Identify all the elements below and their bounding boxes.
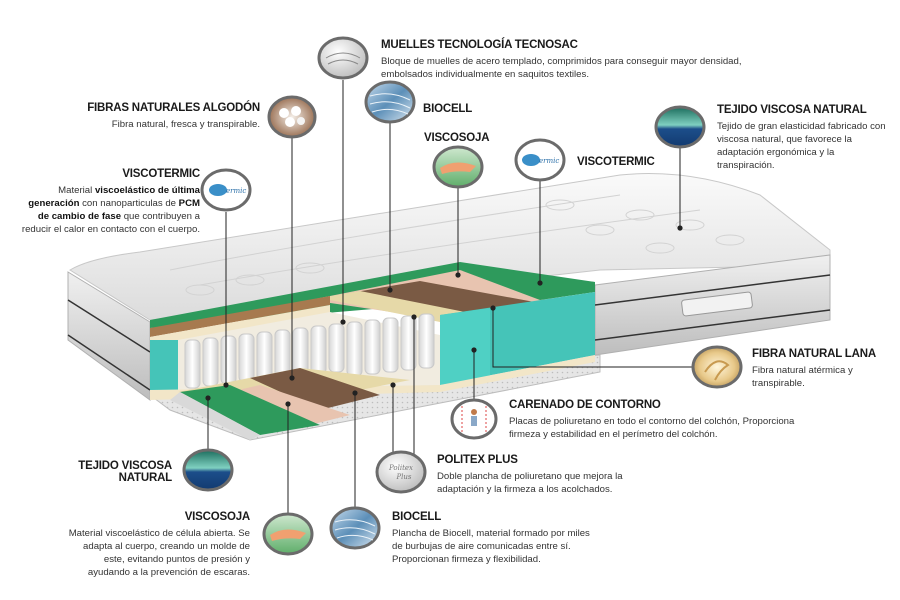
label-title: TEJIDO VISCOSA NATURAL bbox=[717, 104, 867, 116]
label-desc: Doble plancha de poliuretano que mejora … bbox=[437, 471, 623, 495]
wool-icon bbox=[691, 345, 743, 389]
cotton-icon bbox=[267, 95, 317, 139]
politex-logo-text: Politex bbox=[388, 464, 413, 472]
label-title: CARENADO DE CONTORNO bbox=[509, 399, 661, 411]
label-viscosoja-top: VISCOSOJA bbox=[424, 132, 490, 148]
viscotermic-logo-text: ermic bbox=[539, 157, 559, 165]
politex-logo-icon: Politex Plus bbox=[375, 450, 427, 494]
label-title: VISCOSOJA bbox=[184, 511, 251, 523]
label-muelles: MUELLES TECNOLOGÍA TECNOSAC Bloque de mu… bbox=[381, 39, 781, 81]
label-title: BIOCELL bbox=[392, 511, 442, 523]
pocket-spring bbox=[382, 317, 399, 373]
label-viscotermic-top: VISCOTERMIC bbox=[577, 156, 655, 172]
layer-coco-bottom bbox=[250, 368, 380, 410]
leader-dots bbox=[205, 225, 683, 407]
hand-foam-icon-top bbox=[432, 145, 484, 189]
label-title: FIBRA NATURAL LANA bbox=[752, 348, 876, 360]
pocket-spring bbox=[238, 333, 255, 383]
label-desc: Material viscoelástico de célula abierta… bbox=[68, 528, 250, 578]
label-title: VISCOTERMIC bbox=[577, 156, 655, 168]
viscose-fabric-icon-left bbox=[182, 448, 234, 492]
pocket-spring bbox=[418, 313, 435, 369]
svg-text:Plus: Plus bbox=[395, 473, 411, 481]
layer-carenado-left bbox=[150, 340, 178, 390]
label-politex: POLITEX PLUS Doble plancha de poliuretan… bbox=[437, 454, 647, 496]
label-title: FIBRAS NATURALES ALGODÓN bbox=[87, 102, 260, 114]
label-title: VISCOTERMIC bbox=[122, 168, 200, 180]
label-title: BIOCELL bbox=[423, 103, 473, 115]
viscotermic-logo-icon-top: ermic bbox=[514, 138, 566, 182]
pocket-spring bbox=[328, 323, 345, 373]
springs-icon bbox=[317, 36, 369, 80]
label-lana: FIBRA NATURAL LANA Fibra natural atérmic… bbox=[752, 348, 892, 390]
springs-block bbox=[178, 312, 440, 390]
label-title: VISCOSOJA bbox=[424, 132, 490, 144]
label-title-line2: NATURAL bbox=[118, 472, 173, 484]
quilting-pattern bbox=[169, 194, 745, 296]
pocket-spring bbox=[310, 325, 327, 375]
hand-foam-icon-bottom bbox=[262, 512, 314, 556]
label-biocell-bottom: BIOCELL Plancha de Biocell, material for… bbox=[392, 511, 592, 566]
viscose-fabric-icon-right bbox=[654, 105, 706, 149]
label-desc: Tejido de gran elasticidad fabricado con… bbox=[717, 121, 886, 171]
label-algodon: FIBRAS NATURALES ALGODÓN Fibra natural, … bbox=[70, 102, 260, 131]
label-title: POLITEX PLUS bbox=[437, 454, 518, 466]
layer-viscosa-bottom bbox=[180, 385, 320, 435]
leader-lines bbox=[207, 80, 695, 516]
biocell-icon-top bbox=[364, 80, 416, 124]
label-tejido-left: TEJIDO VISCOSA NATURAL bbox=[60, 460, 172, 488]
label-desc: Bloque de muelles de acero templado, com… bbox=[381, 56, 742, 80]
pocket-spring bbox=[202, 337, 219, 387]
label-title-line1: TEJIDO VISCOSA bbox=[78, 460, 172, 472]
pocket-spring bbox=[364, 319, 381, 375]
label-viscosoja-bottom: VISCOSOJA Material viscoelástico de célu… bbox=[62, 511, 251, 579]
label-desc: Plancha de Biocell, material formado por… bbox=[392, 528, 590, 565]
pocket-spring bbox=[346, 321, 363, 377]
label-tejido-right: TEJIDO VISCOSA NATURAL Tejido de gran el… bbox=[717, 104, 892, 172]
cutaway-layers bbox=[150, 262, 595, 440]
label-desc: Placas de poliuretano en todo el contorn… bbox=[509, 416, 795, 440]
pocket-spring bbox=[220, 335, 237, 385]
biocell-icon-bottom bbox=[329, 506, 381, 550]
contour-icon bbox=[450, 398, 498, 440]
viscotermic-logo-icon-left: ermic bbox=[200, 168, 252, 212]
label-desc: Material viscoelástico de última generac… bbox=[21, 185, 200, 235]
label-desc: Fibra natural atérmica y transpirable. bbox=[752, 365, 853, 389]
label-carenado: CARENADO DE CONTORNO Placas de poliureta… bbox=[509, 399, 799, 441]
label-desc: Fibra natural, fresca y transpirable. bbox=[111, 119, 260, 130]
pocket-spring bbox=[184, 339, 201, 389]
label-biocell-top: BIOCELL bbox=[423, 103, 472, 119]
pocket-spring bbox=[400, 315, 417, 371]
viscotermic-logo-text: ermic bbox=[226, 187, 246, 195]
label-viscotermic-left: VISCOTERMIC Material viscoelástico de úl… bbox=[20, 168, 200, 236]
label-title: MUELLES TECNOLOGÍA TECNOSAC bbox=[381, 39, 578, 51]
pocket-spring bbox=[256, 331, 273, 381]
handle bbox=[681, 291, 753, 317]
